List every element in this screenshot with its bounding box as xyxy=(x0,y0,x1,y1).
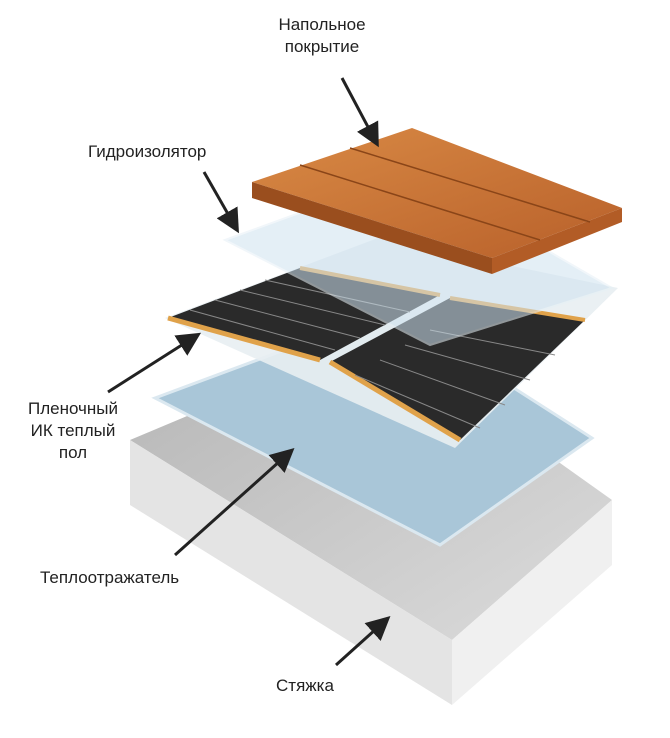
reflector-label: Теплоотражатель xyxy=(40,568,180,587)
flooring-arrow xyxy=(340,77,379,148)
film-label-line3: пол xyxy=(58,443,88,462)
flooring-label-line1: Напольное xyxy=(278,15,366,34)
flooring-label-line2: покрытие xyxy=(284,37,360,56)
screed-label: Стяжка xyxy=(276,676,334,695)
waterproofing-arrow xyxy=(202,171,239,234)
waterproofing-label: Гидроизолятор xyxy=(88,142,207,161)
film-label-line1: Пленочный xyxy=(27,399,119,418)
flooring-layer xyxy=(252,128,622,274)
reflector-arrow xyxy=(173,447,295,557)
film-label-line2: ИК теплый xyxy=(30,421,116,440)
film-heater-label: Пленочный ИК теплый пол xyxy=(8,398,138,464)
flooring-label: Напольное покрытие xyxy=(262,14,382,58)
film-arrow xyxy=(107,332,202,394)
screed-arrow xyxy=(334,615,391,667)
